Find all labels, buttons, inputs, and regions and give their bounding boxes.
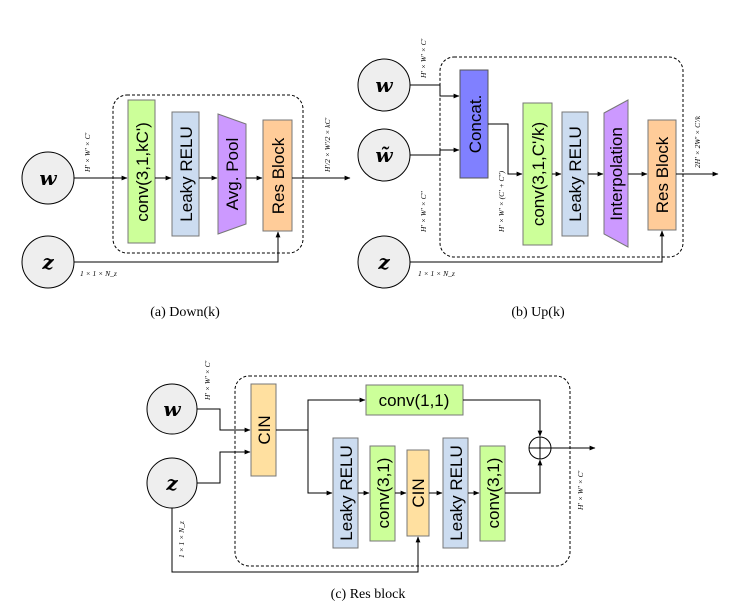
down-res-block-label: Res Block [269, 137, 288, 214]
up-res-block [647, 119, 677, 231]
down-w-dims-label: H′ × W′ × C′ [83, 132, 92, 173]
up-leaky-relu-label: Leaky RELU [566, 126, 585, 221]
res-arrow-cin-to-shortcut [276, 397, 366, 431]
res-arrow-z-to-cin [197, 449, 251, 484]
res-arrow-conv2-to-sum [505, 459, 543, 494]
up-concat-dims-label: H′ × W′ × (C′ + C″) [497, 170, 506, 233]
res-leaky-relu-label-1: Leaky RELU [337, 445, 356, 540]
down-conv-block [127, 99, 156, 244]
up-arrow-concat-to-conv [488, 123, 523, 177]
res-arrow-z-to-cin2 [171, 508, 421, 573]
up-leaky-relu-block [561, 111, 589, 237]
up-wtilde-dims-label: H′ × W′ × C″ [419, 190, 428, 233]
up-conv-label: conv(3,1,C'/k) [529, 122, 548, 226]
down-arrow-z-to-res [74, 231, 281, 263]
up-w-dims-label: H′ × W′ × C′ [419, 38, 428, 79]
up-output-dims-label: 2H′ × 2W′ × C′/k [693, 115, 702, 168]
down-z-dims-label: 1 × 1 × N_z [80, 269, 117, 278]
res-leaky-relu-label-2: Leaky RELU [447, 445, 466, 540]
res-module-boundary [234, 375, 571, 567]
down-avg-pool-label: Avg. Pool [223, 138, 242, 210]
up-interpolation-label: Interpolation [607, 127, 626, 221]
res-arrow-shortcut-to-sum [463, 399, 543, 437]
up-interpolation-block [603, 99, 629, 248]
up-concat-block [459, 69, 489, 179]
up-input-z-symbol: z [377, 250, 390, 274]
res-leaky-relu-block-1 [332, 437, 359, 549]
up-arrow-z-to-res [410, 230, 665, 263]
res-shortcut-conv-label: conv(1,1) [379, 391, 450, 410]
res-output-dims-label: H′ × W′ × C′ [576, 470, 585, 511]
res-shortcut-conv-block [365, 384, 464, 416]
res-conv-label-1: conv(3,1) [374, 458, 393, 529]
up-input-wtilde-symbol: w̃ [375, 143, 393, 167]
down-input-z-symbol: z [41, 250, 54, 274]
res-arrow-w-to-cin [197, 408, 251, 433]
panel-up: w w̃ z Concat. conv(3,1,C'/k) Leaky RELU… [357, 38, 719, 320]
up-module-boundary [439, 56, 684, 258]
up-caption: (b) Up(k) [511, 305, 565, 320]
res-caption: (c) Res block [331, 587, 406, 602]
up-z-dims-label: 1 × 1 × N_z [418, 269, 455, 278]
up-arrow-w-to-concat [410, 84, 460, 99]
res-w-dims-label: H′ × W′ × C′ [203, 360, 212, 401]
res-cin-block-1 [250, 383, 277, 477]
res-arrow-cin-to-main-path [307, 430, 333, 496]
up-concat-label: Concat. [466, 95, 485, 154]
res-conv-block-1 [369, 445, 396, 542]
down-res-block [262, 119, 293, 232]
up-res-block-label: Res Block [653, 136, 672, 213]
down-avg-pool-block [217, 113, 247, 235]
down-module-boundary [112, 94, 304, 254]
res-conv-block-2 [479, 445, 506, 542]
res-z-dims-label: 1 × 1 × N_z [177, 521, 186, 558]
down-leaky-relu-label: Leaky RELU [177, 126, 196, 221]
down-conv-label: conv(3,1,kC') [133, 122, 152, 222]
res-cin-label-1: CIN [255, 415, 274, 444]
up-arrow-wtilde-to-concat [410, 147, 460, 156]
res-input-z-symbol: z [165, 471, 178, 495]
res-sum-node [528, 436, 552, 460]
panel-down: w z conv(3,1,kC') Leaky RELU Avg. Pool R… [21, 94, 351, 320]
down-output-dims-label: H′/2 × W′/2 × kC′ [323, 117, 332, 173]
res-input-w-symbol: w [163, 397, 181, 421]
res-cin-label-2: CIN [409, 478, 428, 507]
panel-res-block: w z CIN conv(1,1) Leaky RELU conv(3,1) C… [146, 360, 596, 602]
down-caption: (a) Down(k) [150, 305, 220, 320]
up-input-w-symbol: w [375, 73, 393, 97]
res-conv-label-2: conv(3,1) [484, 458, 503, 529]
down-input-w-symbol: w [39, 166, 57, 190]
down-leaky-relu-block [171, 111, 200, 237]
